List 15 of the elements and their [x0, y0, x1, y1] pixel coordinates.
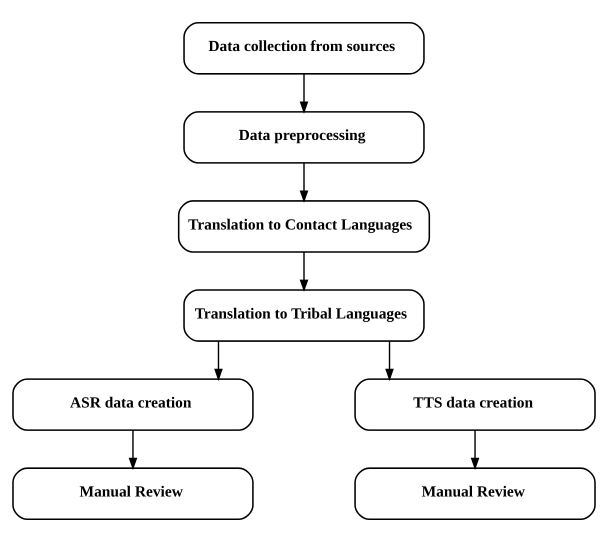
- node-box: Translation to Tribal Languages: [183, 289, 425, 342]
- arrow: [470, 430, 480, 470]
- arrow: [385, 341, 394, 382]
- node-box: TTS data creation: [354, 378, 596, 431]
- node-box: Translation to Contact Languages: [178, 200, 430, 253]
- node-box: Manual Review: [12, 467, 254, 520]
- node-box: Data preprocessing: [183, 111, 425, 164]
- node-box: ASR data creation: [12, 378, 254, 431]
- arrow: [214, 341, 223, 382]
- node-box: Data collection from sources: [183, 22, 425, 75]
- arrow: [300, 252, 308, 292]
- arrow: [128, 430, 138, 470]
- arrow: [300, 74, 308, 114]
- arrow: [300, 163, 308, 203]
- node-box: Manual Review: [354, 467, 596, 520]
